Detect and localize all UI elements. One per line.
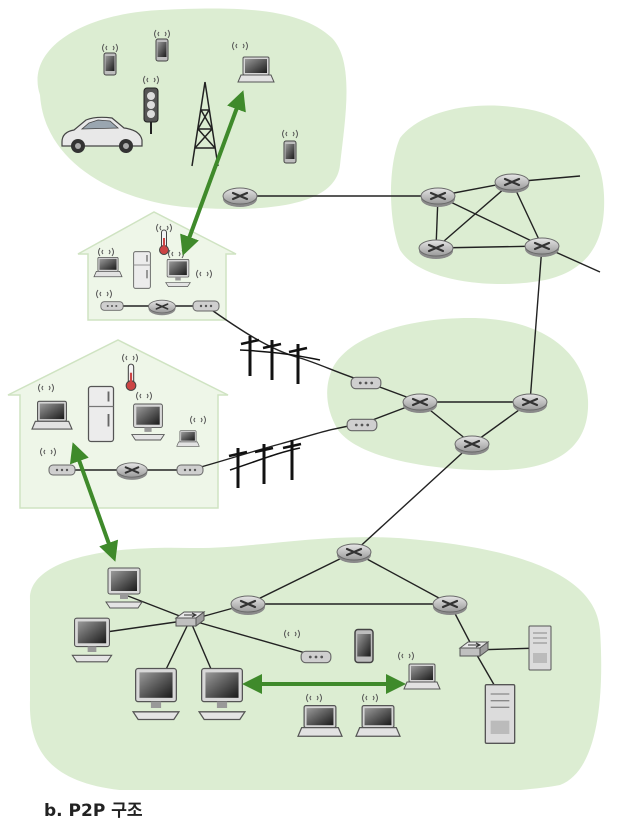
desktop-1 — [105, 567, 143, 609]
desktop-2 — [71, 617, 113, 663]
dslam-1 — [350, 376, 382, 390]
modem-home-bottom — [176, 464, 204, 476]
router-enterprise-2 — [229, 594, 267, 617]
router-isp-top-4 — [523, 236, 561, 259]
router-home-bottom — [115, 461, 149, 481]
router-isp-top-3 — [417, 238, 455, 261]
home-top-laptop — [93, 256, 123, 278]
figure-caption: b. P2P 구조 — [44, 801, 143, 821]
desktop-4 — [198, 667, 246, 721]
wifi-base-station — [300, 650, 332, 664]
home-bottom-wifi-ap — [48, 464, 76, 476]
telephone-poles — [227, 334, 321, 490]
laptop-enterprise-3 — [355, 705, 401, 737]
phone-1 — [103, 52, 117, 76]
home-bottom-laptop — [31, 400, 73, 430]
router-enterprise-1 — [335, 542, 373, 565]
refrigerator-top — [133, 251, 151, 289]
router-isp-top-2 — [493, 172, 531, 195]
router-enterprise-3 — [431, 594, 469, 617]
router-isp-mid-1 — [401, 392, 439, 415]
isp-network-region-middle — [327, 318, 589, 471]
home-top-desktop — [165, 259, 191, 287]
modem-home-top — [192, 300, 220, 312]
server-1 — [528, 625, 552, 671]
router-isp-top-1 — [419, 186, 457, 209]
home-bottom-desktop — [131, 403, 165, 441]
mobile-network-region — [37, 8, 347, 209]
desktop-3 — [132, 667, 180, 721]
phone-3 — [283, 140, 297, 164]
router-mobile — [221, 186, 259, 209]
router-isp-mid-3 — [453, 434, 491, 457]
home-bottom-keyboard — [176, 430, 200, 447]
router-home-top — [147, 299, 177, 317]
tablet — [354, 628, 374, 664]
laptop-enterprise-1 — [403, 663, 441, 690]
laptop-mobile — [237, 56, 275, 83]
router-isp-mid-2 — [511, 392, 549, 415]
phone-2 — [155, 38, 169, 62]
laptop-enterprise-2 — [297, 705, 343, 737]
p2p-arrow-laptop-to-home — [180, 90, 246, 256]
p2p-arrow-home-to-enterprise — [69, 442, 119, 562]
p2p-arrows — [69, 90, 406, 694]
dslam-2 — [346, 418, 378, 432]
refrigerator-bottom — [87, 385, 115, 443]
server-2 — [484, 684, 516, 744]
home-top-wifi-ap — [100, 301, 124, 311]
